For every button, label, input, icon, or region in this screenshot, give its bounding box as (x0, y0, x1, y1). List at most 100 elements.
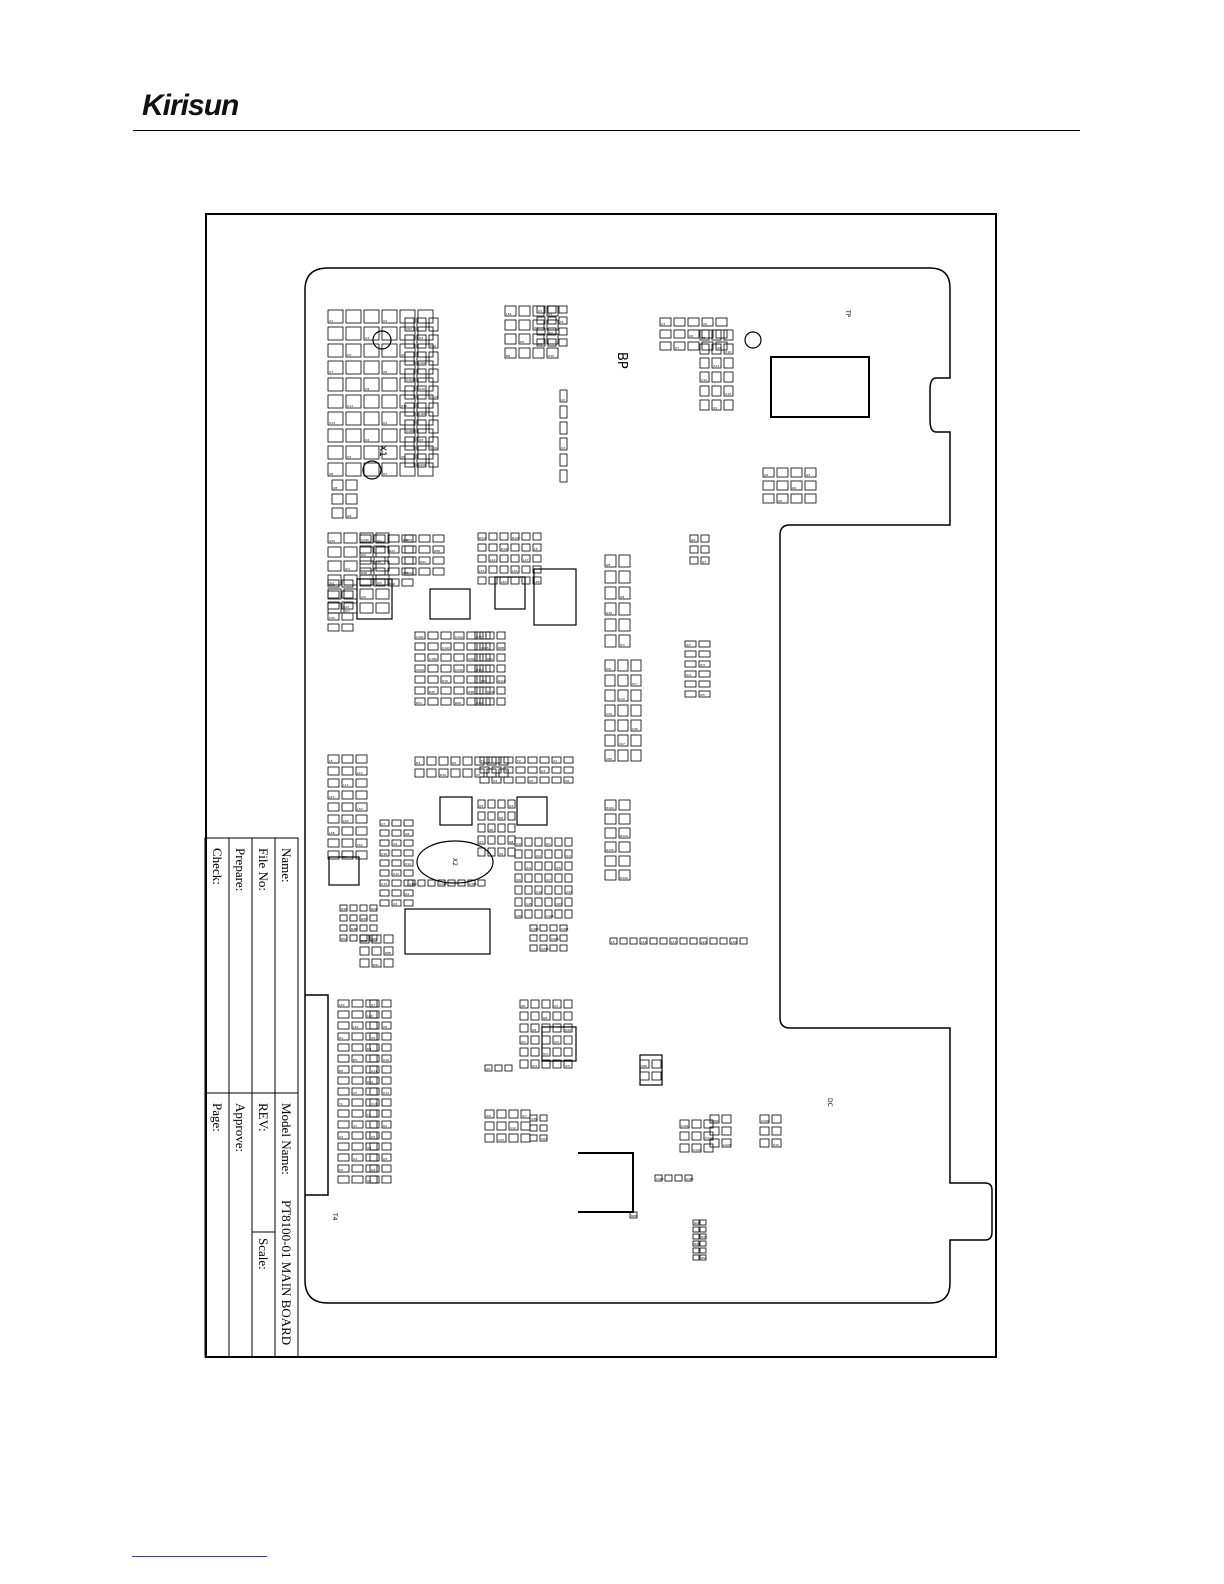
smd-pad (341, 790, 354, 800)
smd-pad (723, 385, 734, 397)
smd-pad (337, 1164, 350, 1173)
smd-pad (345, 326, 362, 341)
smd-pad (549, 934, 558, 942)
smd-pad (414, 756, 425, 766)
component-designator: Q8 (606, 563, 610, 567)
component-designator: D8 (506, 354, 510, 358)
smd-pad (559, 437, 568, 451)
smd-pad (355, 826, 368, 836)
smd-pad (404, 419, 415, 434)
header-rule (133, 130, 1080, 131)
smd-pad (514, 873, 523, 883)
smd-pad (403, 899, 414, 907)
smd-pad (359, 560, 374, 572)
component-designator: C112 (406, 378, 414, 382)
smd-pad (630, 659, 642, 672)
smd-pad (359, 588, 374, 600)
smd-pad (399, 309, 416, 324)
smd-pad (519, 1011, 529, 1021)
smd-pad (345, 462, 362, 477)
smd-pad (337, 1021, 350, 1030)
component-designator: Q6 (521, 1004, 525, 1008)
smd-pad (692, 1233, 700, 1240)
smd-pad (669, 937, 678, 945)
smd-pad (558, 327, 568, 336)
component-designator: D5 (520, 340, 524, 344)
smd-pad (529, 1114, 538, 1122)
smd-pad (486, 756, 497, 766)
smd-pad (341, 838, 354, 848)
smd-pad (558, 316, 568, 325)
label-dc: DC (826, 1098, 833, 1107)
smd-pad (417, 879, 426, 887)
smd-pad (703, 1131, 714, 1141)
smd-pad (554, 849, 563, 859)
smd-pad (684, 660, 697, 668)
smd-pad (414, 653, 426, 662)
smd-pad (381, 1076, 392, 1085)
smd-pad (711, 371, 722, 383)
smd-pad (341, 612, 354, 621)
smd-pad (351, 1109, 364, 1118)
smd-pad (414, 664, 426, 673)
smd-pad (440, 631, 452, 640)
component-designator: U8 (383, 370, 387, 374)
smd-pad (689, 937, 698, 945)
smd-pad (369, 1076, 380, 1085)
component-designator: T2 (516, 759, 521, 763)
smd-pad (491, 766, 502, 774)
smd-pad (387, 578, 400, 587)
smd-pad (381, 1175, 392, 1184)
smd-pad (428, 334, 439, 349)
smd-pad (369, 1021, 380, 1030)
smd-pad (337, 1010, 350, 1019)
smd-pad (371, 946, 382, 956)
smd-pad (327, 838, 340, 848)
component-designator: U3 (367, 1146, 371, 1150)
smd-pad (404, 334, 415, 349)
component-designator: IC2 (554, 1040, 559, 1044)
component-designator: C112 (705, 1136, 713, 1140)
smd-pad (552, 1011, 562, 1021)
smd-pad (503, 766, 514, 774)
smd-pad (351, 1021, 364, 1030)
smd-pad (496, 1109, 507, 1119)
smd-pad (427, 664, 439, 673)
smd-pad (563, 1047, 573, 1057)
component-designator: D10 (440, 773, 446, 777)
component-designator: U9 (701, 336, 705, 340)
component-designator: U5 (529, 779, 533, 783)
smd-pad (544, 837, 553, 847)
smd-pad (359, 545, 372, 554)
component-designator: U9 (365, 387, 369, 391)
smd-pad (417, 326, 434, 341)
smd-pad (381, 1043, 392, 1052)
smd-pad (536, 327, 546, 336)
smd-pad (552, 1023, 562, 1033)
component-designator: L30 (357, 807, 363, 811)
smd-pad (711, 357, 722, 369)
smd-pad (518, 347, 531, 359)
smd-pad (339, 904, 348, 912)
smd-pad (453, 653, 465, 662)
smd-pad (604, 749, 616, 762)
component-designator: D1 (343, 855, 347, 859)
component-designator: R104 (476, 668, 484, 672)
smd-pad (515, 776, 526, 784)
component-designator: U12 (701, 378, 707, 382)
title-file-no-label: File No: (256, 848, 271, 891)
smd-pad (365, 1087, 378, 1096)
component-designator: D10 (548, 354, 554, 358)
smd-pad (604, 813, 617, 825)
smd-pad (379, 849, 390, 857)
component-designator: U9 (393, 842, 397, 846)
smd-pad (418, 534, 431, 543)
smd-pad (689, 545, 699, 554)
smd-pad (699, 1226, 707, 1233)
smd-pad (547, 305, 557, 314)
component-designator: C143 (442, 646, 450, 650)
smd-pad (365, 1021, 378, 1030)
smd-pad (399, 394, 416, 409)
component-designator: L52 (357, 843, 363, 847)
smd-pad (723, 329, 734, 341)
